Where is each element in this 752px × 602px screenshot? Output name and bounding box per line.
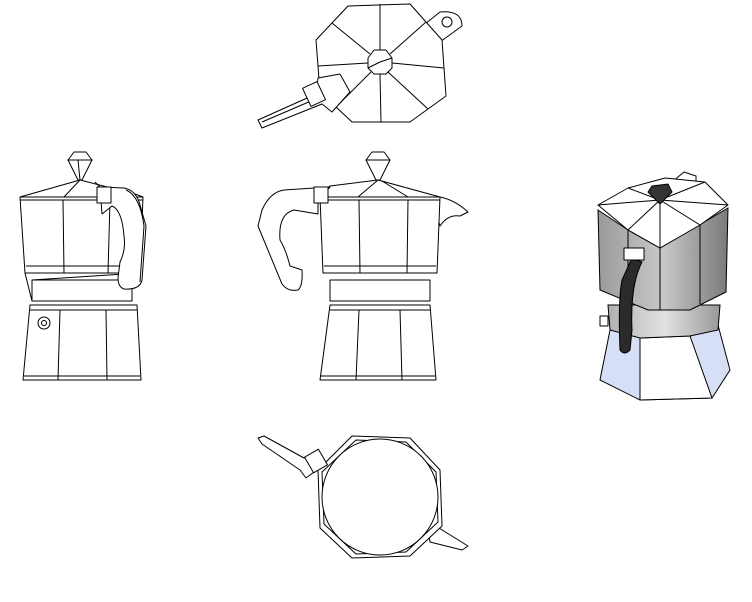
base-circle (321, 438, 439, 556)
bottom-view (257, 435, 469, 559)
collar (329, 279, 431, 302)
lid (319, 179, 441, 198)
knob (365, 151, 391, 181)
spout (431, 196, 469, 227)
handle-left (99, 186, 147, 290)
left-view (19, 151, 147, 381)
lower-chamber (22, 304, 142, 381)
handle-iso (618, 257, 643, 354)
handle-front (257, 186, 331, 291)
lid-knob-top (367, 49, 393, 75)
top-view (257, 3, 463, 129)
collar (607, 304, 721, 339)
isometric-view (597, 171, 731, 401)
knob (647, 183, 673, 205)
upper-chamber (319, 196, 441, 274)
front-view (257, 151, 469, 381)
safety-valve (37, 316, 51, 330)
lower-chamber (319, 304, 437, 381)
handle-top (257, 73, 351, 129)
safety-valve (599, 315, 609, 327)
